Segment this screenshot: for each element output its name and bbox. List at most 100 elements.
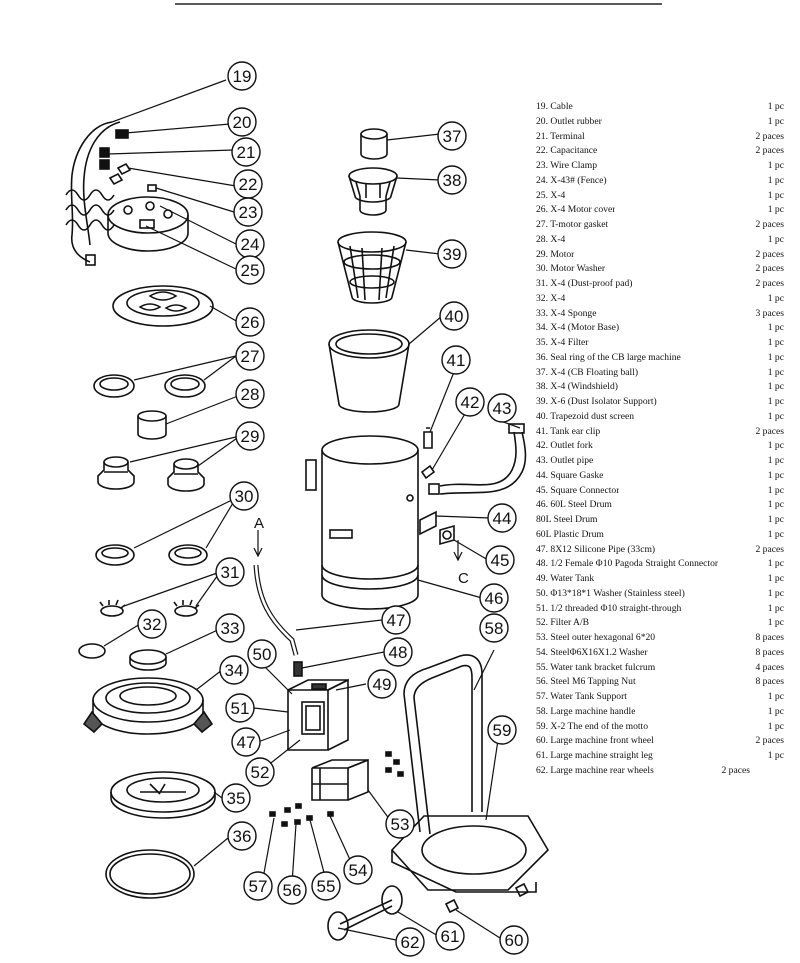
part-quantity: 1 pc	[767, 705, 784, 717]
callout-number: 46	[485, 589, 504, 608]
part-description: 23. Wire Clamp	[536, 160, 597, 171]
part-quantity: 2 paces	[755, 219, 784, 230]
callout-circle	[243, 871, 273, 901]
callout-circle	[487, 503, 517, 533]
part-quantity: 2 paces	[755, 145, 784, 157]
leader-lines	[103, 79, 521, 941]
callout-circle	[487, 393, 517, 423]
part-description: 40. Trapezoid dust screen	[536, 410, 635, 422]
part-description: 53. Steel outer hexagonal 6*20	[536, 632, 656, 643]
callout-circle	[383, 637, 413, 667]
part-quantity: 1 pc	[767, 499, 784, 511]
steel-drum	[305, 435, 419, 610]
callout-number: 21	[237, 143, 256, 162]
part-description: 80L Steel Drum	[536, 514, 598, 525]
callout-number: 29	[241, 427, 260, 446]
callout-number: 56	[283, 881, 302, 900]
callout-circle	[235, 255, 265, 285]
callout-number: 31	[221, 563, 240, 582]
machine-base	[390, 815, 550, 893]
part-row: 19. Cable 1 pc	[536, 100, 784, 115]
callout-number: 54	[349, 861, 368, 880]
water-tank	[287, 678, 349, 751]
part-description: 58. Large machine handle	[536, 705, 636, 717]
part-quantity: 1 pc	[767, 469, 784, 481]
seal-ring	[105, 849, 195, 899]
callout-circle	[381, 605, 411, 635]
part-description: 43. Outlet pipe	[536, 455, 594, 466]
part-description: 51. 1/2 threaded Φ10 straight-through	[536, 602, 682, 614]
part-quantity: 2 paces	[755, 543, 784, 555]
windshield	[348, 167, 398, 216]
part-row: 37. X-4 (CB Floating ball)1 pc	[536, 366, 784, 381]
callout-number: 45	[491, 551, 510, 570]
dust-screen	[328, 329, 410, 413]
motor-left	[97, 456, 135, 490]
motor-gasket-left	[93, 374, 135, 398]
callout-number: 26	[241, 313, 260, 332]
callout-number: 51	[231, 699, 250, 718]
callout-circle	[311, 871, 341, 901]
callout-circle	[221, 783, 251, 813]
machine-handle	[403, 654, 483, 833]
part-quantity: 1 pc	[767, 204, 784, 216]
callout-number: 57	[249, 877, 268, 896]
callout-number: 19	[233, 67, 252, 86]
part-quantity: 1 pc	[767, 233, 784, 245]
callout-number: 25	[241, 261, 260, 280]
callout-circle	[439, 301, 469, 331]
part-description: 27. T-motor gasket	[536, 219, 609, 230]
part-drawings	[65, 121, 550, 941]
part-quantity: 1 pc	[767, 381, 784, 393]
part-description: 59. X-2 The end of the motto	[536, 720, 648, 732]
part-quantity: 1 pc	[767, 691, 784, 702]
part-description: 41. Tank ear clip	[536, 425, 601, 437]
callout-number: 42	[461, 393, 480, 412]
part-description: 19. Cable	[536, 101, 573, 112]
motor-right	[167, 458, 205, 492]
callout-number: 35	[227, 789, 246, 808]
callout-number: 61	[441, 927, 460, 946]
part-quantity: 1 pc	[767, 292, 784, 304]
part-quantity: 1 pc	[767, 484, 784, 496]
flow-label-c: C	[458, 570, 469, 587]
callout-number: 47	[387, 611, 406, 630]
part-quantity: 1 pc	[767, 101, 784, 112]
part-quantity: 1 pc	[767, 528, 784, 540]
part-quantity: 2 paces	[755, 248, 784, 260]
part-row: 34. X-4 (Motor Base)1 pc	[536, 321, 784, 336]
callout-circle	[235, 421, 265, 451]
part-row: 58. Large machine handle 1 pc	[536, 705, 784, 720]
callout-number: 22	[239, 175, 258, 194]
motor-cover-ring	[112, 285, 214, 327]
callout-number: 38	[443, 171, 462, 190]
rear-wheels	[327, 885, 403, 941]
part-row: 24. X-43# (Fence)1 pc	[536, 174, 784, 189]
part-description: 62. Large machine rear wheels	[536, 764, 654, 776]
part-quantity: 1 pc	[767, 410, 784, 422]
part-description: 36. Seal ring of the CB large machine	[536, 351, 681, 363]
callout-number: 20	[233, 113, 252, 132]
part-description: 20. Outlet rubber	[536, 115, 602, 127]
callout-circle	[437, 121, 467, 151]
callout-circle	[485, 545, 515, 575]
part-quantity: 3 paces	[755, 307, 784, 319]
callout-circle	[235, 341, 265, 371]
part-quantity: 4 paces	[755, 661, 784, 673]
callout-circle	[343, 855, 373, 885]
part-description: 45. Square Connector	[536, 484, 620, 496]
callout-circle	[437, 165, 467, 195]
part-quantity: 2 paces	[755, 130, 784, 142]
callout-number: 30	[235, 487, 254, 506]
part-quantity: 1 pc	[767, 617, 784, 629]
part-description: 33. X-4 Sponge	[536, 307, 597, 319]
